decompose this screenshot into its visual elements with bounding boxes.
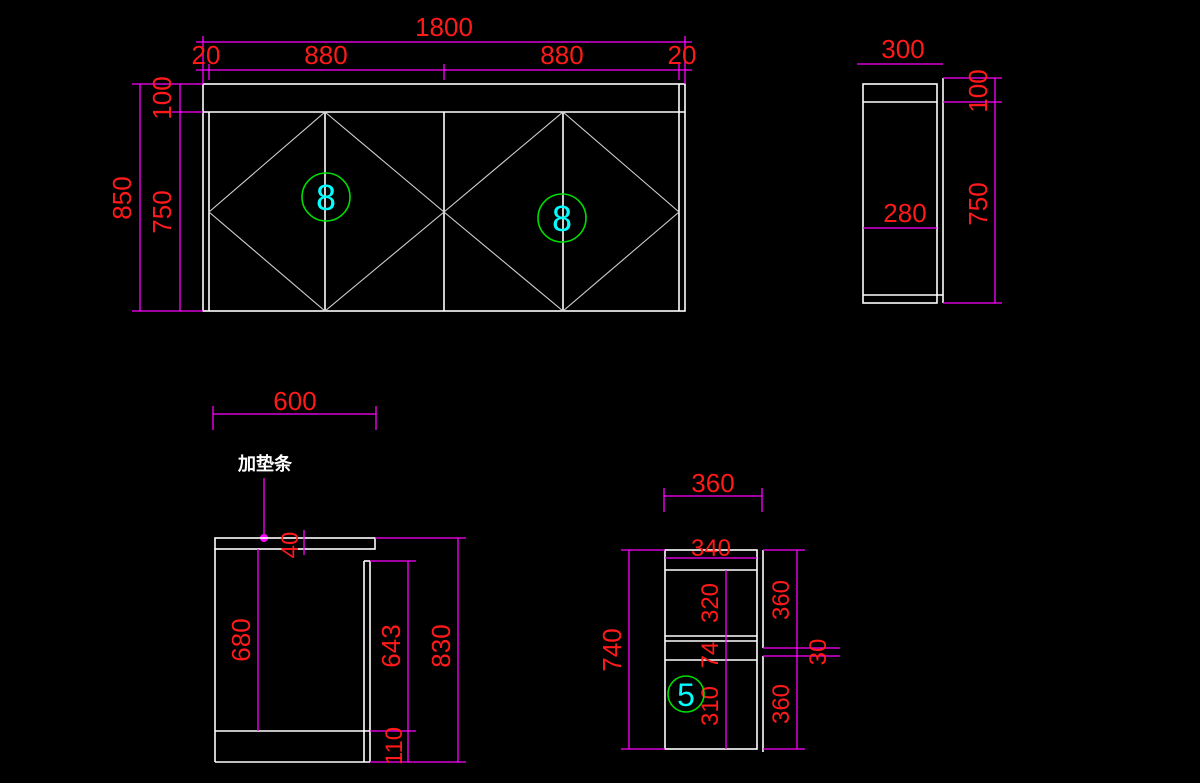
dim-section-total-height: 830 xyxy=(426,624,456,667)
small-cabinet-tag-circle xyxy=(667,675,705,713)
section-pad-strip xyxy=(214,537,376,550)
note-padding-strip: 加垫条 xyxy=(237,453,293,475)
dim-overall-width: 1800 xyxy=(415,12,473,42)
dim-section-inner-height: 680 xyxy=(226,618,256,661)
dim-small-upper-door: 360 xyxy=(768,580,795,620)
front-view: 8 8 1800 20 880 880 20 850 100 750 xyxy=(107,12,697,312)
dim-small-upper-inner: 320 xyxy=(697,583,724,623)
front-tag-left: 8 xyxy=(316,177,336,218)
side-view: 300 280 100 750 xyxy=(857,34,1002,304)
dim-small-outer-width: 360 xyxy=(691,468,734,498)
small-cabinet-outline xyxy=(664,549,758,750)
front-diamond-right xyxy=(443,111,680,312)
small-cabinet-tag: 5 xyxy=(677,677,695,713)
front-tag-right: 8 xyxy=(552,198,572,239)
dim-section-base-height: 110 xyxy=(381,727,408,765)
dim-section-pad: 40 xyxy=(277,532,304,559)
dim-small-lower-door: 360 xyxy=(768,684,795,724)
dim-side-top-band: 100 xyxy=(963,69,993,112)
dim-side-door-height: 750 xyxy=(963,182,993,225)
dim-side-inner-depth: 280 xyxy=(883,198,926,228)
dim-section-width: 600 xyxy=(273,386,316,416)
dim-overall-height: 850 xyxy=(107,176,137,219)
dim-small-total-height: 740 xyxy=(597,628,627,671)
dim-top-band: 100 xyxy=(147,76,177,119)
dim-small-door-gap: 30 xyxy=(805,639,832,666)
section-view: 600 加垫条 680 40 643 830 110 xyxy=(212,386,466,765)
dim-left-edge: 20 xyxy=(192,40,221,70)
dim-door-right: 880 xyxy=(540,40,583,70)
dim-small-lower-inner: 310 xyxy=(697,686,724,726)
front-tag-right-circle xyxy=(537,193,587,243)
dim-door-left: 880 xyxy=(304,40,347,70)
dim-small-gap: 74 xyxy=(697,642,724,669)
dim-right-edge: 20 xyxy=(668,40,697,70)
dim-side-depth: 300 xyxy=(881,34,924,64)
dim-small-inner-width: 340 xyxy=(691,535,731,562)
front-diamond-left xyxy=(208,111,445,312)
dim-section-door-height: 643 xyxy=(376,624,406,667)
front-tag-left-circle xyxy=(301,172,351,222)
dim-door-height: 750 xyxy=(147,190,177,233)
side-outline xyxy=(862,83,938,304)
small-cabinet-view: 360 340 740 320 74 310 360 30 360 5 xyxy=(597,468,840,752)
